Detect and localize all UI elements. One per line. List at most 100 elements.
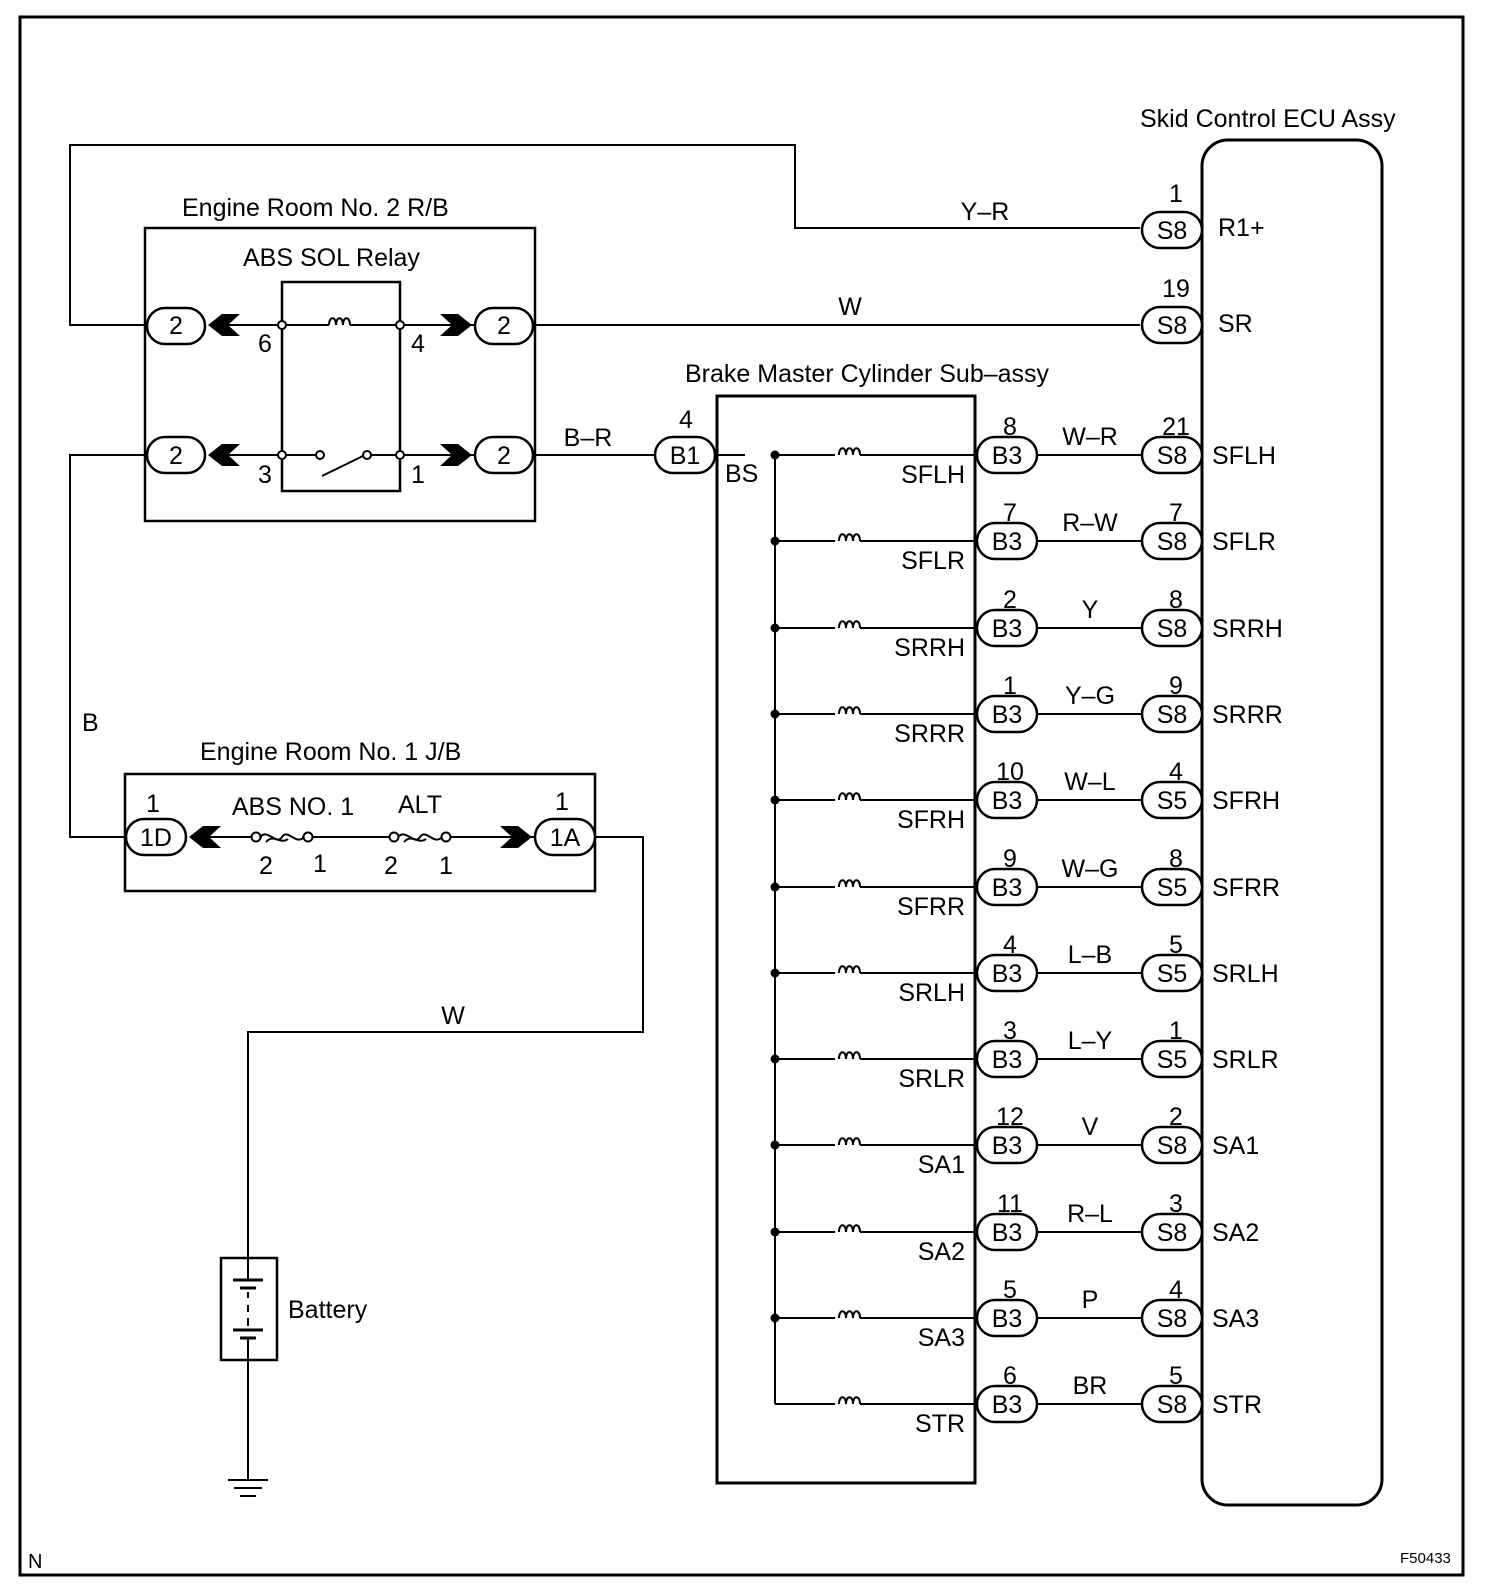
ecu-pin-number: 5 xyxy=(1169,1362,1183,1390)
ecu-connector xyxy=(1140,953,1204,993)
outer-frame xyxy=(18,15,1465,1577)
ecu-signal-label: STR xyxy=(1212,1391,1262,1419)
junction-dot xyxy=(770,623,780,633)
solenoid-label: SRLR xyxy=(898,1065,965,1093)
solenoid-label: SA3 xyxy=(918,1324,965,1352)
b3-pin-number: 2 xyxy=(1003,586,1017,614)
rb2-connector-top-right: 2 xyxy=(440,306,535,346)
b3-pin-number: 5 xyxy=(1003,1276,1017,1304)
solenoid-coil-icon xyxy=(838,792,861,801)
solenoid-coil-icon xyxy=(838,1137,861,1146)
wire-color-battery-feed: W xyxy=(441,1002,465,1030)
ecu-title: Skid Control ECU Assy xyxy=(1140,105,1396,133)
ecu-connector xyxy=(1140,521,1204,561)
ecu-pin-number: 7 xyxy=(1169,499,1183,527)
ecu-connector-label: S8 xyxy=(1157,1305,1188,1333)
wire-color-label: P xyxy=(1082,1286,1099,1314)
ecu-connector xyxy=(1140,1039,1204,1079)
bmc-input-color: B–R xyxy=(564,424,613,452)
b3-connector-label: B3 xyxy=(992,615,1023,643)
junction-dot xyxy=(770,1054,780,1064)
solenoid-coil-icon xyxy=(838,1396,861,1405)
relay-pin-4: 4 xyxy=(411,330,425,358)
solenoid-label: SFLR xyxy=(901,547,965,575)
svg-text:2: 2 xyxy=(169,442,183,470)
wire-color-label: R–W xyxy=(1062,509,1118,537)
svg-text:2: 2 xyxy=(169,312,183,340)
ecu-signal-label: SFRH xyxy=(1212,787,1280,815)
jb1-right-pin: 1 xyxy=(555,788,569,816)
ecu-connector-label: S8 xyxy=(1157,615,1188,643)
svg-text:2: 2 xyxy=(497,442,511,470)
solenoid-label: SRLH xyxy=(898,979,965,1007)
b3-connector-label: B3 xyxy=(992,960,1023,988)
jb1-left-pin: 1 xyxy=(146,790,160,818)
ecu-connector xyxy=(1140,780,1204,820)
ecu-signal-label: SA1 xyxy=(1212,1132,1259,1160)
svg-text:1A: 1A xyxy=(550,824,581,852)
fuse-alt-icon xyxy=(388,831,452,843)
static-wires xyxy=(69,144,1140,1497)
ecu-signal-label: SFRR xyxy=(1212,874,1280,902)
ecu-connector-r1: S8 xyxy=(1140,210,1204,250)
ecu-signal-label: SRLR xyxy=(1212,1046,1279,1074)
b3-connector-label: B3 xyxy=(992,787,1023,815)
b3-connector-label: B3 xyxy=(992,528,1023,556)
ecu-pin-number: 2 xyxy=(1169,1103,1183,1131)
junction-dot xyxy=(770,968,780,978)
solenoid-label: SRRR xyxy=(894,720,965,748)
b3-pin-number: 8 xyxy=(1003,413,1017,441)
ecu-pin-sr: 19 xyxy=(1162,275,1190,303)
ecu-connector xyxy=(1140,1298,1204,1338)
b3-connector-label: B3 xyxy=(992,1219,1023,1247)
b3-pin-number: 7 xyxy=(1003,499,1017,527)
ecu-signal-label: SRRR xyxy=(1212,701,1283,729)
b3-pin-number: 4 xyxy=(1003,931,1017,959)
ecu-pin-number: 3 xyxy=(1169,1190,1183,1218)
jb1-connector-1d: 1D xyxy=(124,817,221,857)
ecu-signal-label: SA3 xyxy=(1212,1305,1259,1333)
battery-icon xyxy=(219,1256,279,1362)
ecu-signal-label: SRLH xyxy=(1212,960,1279,988)
wire-color-sr: W xyxy=(838,293,862,321)
solenoid-coil-icon xyxy=(838,965,861,974)
ecu-connector xyxy=(1140,608,1204,648)
b3-connector-label: B3 xyxy=(992,442,1023,470)
b3-connector-label: B3 xyxy=(992,874,1023,902)
ecu-pin-number: 1 xyxy=(1169,1017,1183,1045)
ecu-connector xyxy=(1140,1384,1204,1424)
svg-text:S8: S8 xyxy=(1157,217,1188,245)
b3-connector-label: B3 xyxy=(992,1305,1023,1333)
solenoid-coil-icon xyxy=(838,1310,861,1319)
b3-connector-label: B3 xyxy=(992,701,1023,729)
ecu-pin-number: 8 xyxy=(1169,845,1183,873)
relay-box xyxy=(280,280,402,493)
solenoid-coil-icon xyxy=(838,447,861,456)
wire-color-label: W–L xyxy=(1064,768,1116,796)
ecu-signal-label: SFLH xyxy=(1212,442,1276,470)
bmc-input-connector: B1 xyxy=(653,435,717,475)
svg-text:S8: S8 xyxy=(1157,312,1188,340)
junction-dot xyxy=(770,450,780,460)
fuse-alt-label: ALT xyxy=(398,791,442,819)
wire-color-label: Y xyxy=(1082,596,1099,624)
ecu-connector-label: S8 xyxy=(1157,1391,1188,1419)
wire-color-label: Y–G xyxy=(1065,682,1115,710)
ecu-connector-label: S5 xyxy=(1157,960,1188,988)
relay-pin-3: 3 xyxy=(258,461,272,489)
fuse-abs-pin-a: 2 xyxy=(259,852,273,880)
ecu-signal-label: SFLR xyxy=(1212,528,1276,556)
ecu-signal-sr: SR xyxy=(1218,310,1253,338)
wire-color-b: B xyxy=(82,709,99,737)
battery-label: Battery xyxy=(288,1296,368,1324)
solenoid-coil-icon xyxy=(838,706,861,715)
ecu-connector-label: S5 xyxy=(1157,874,1188,902)
